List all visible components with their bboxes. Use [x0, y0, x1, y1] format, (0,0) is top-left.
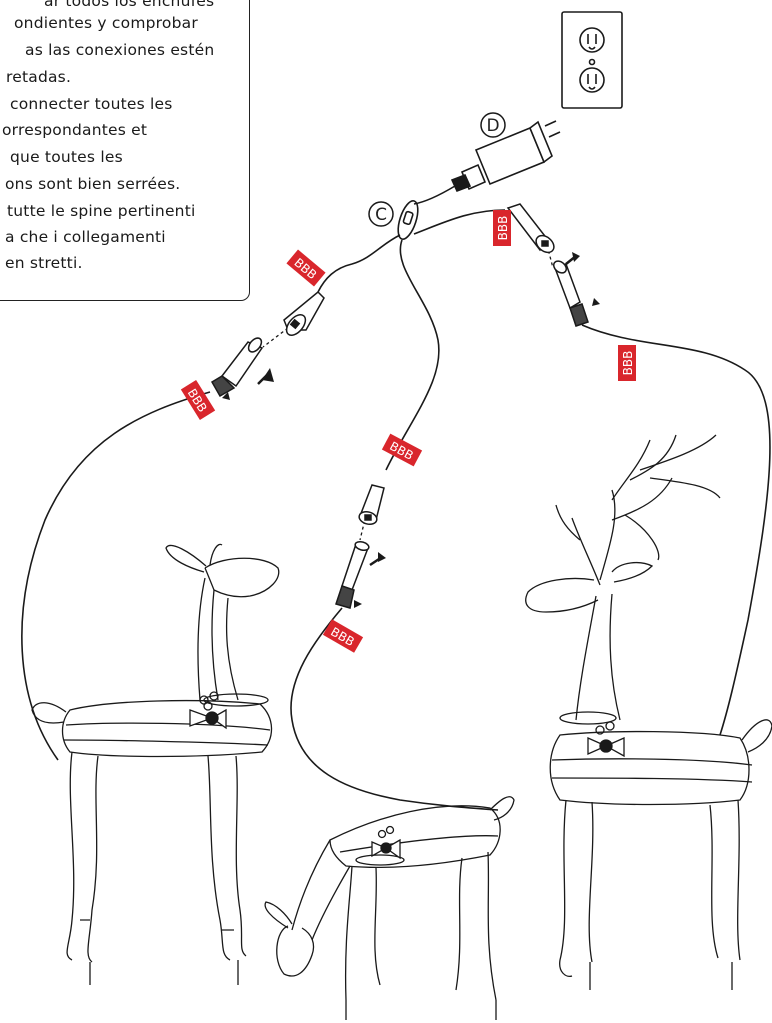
callout-c-label: C: [375, 205, 387, 225]
callout-c: C: [369, 202, 393, 226]
middle-deer-plug: [336, 540, 370, 608]
wall-outlet-icon: [562, 12, 622, 108]
connection-guides: [263, 245, 553, 540]
right-deer-plug: [551, 259, 588, 326]
cables: [22, 186, 770, 810]
left-cable-plug: [283, 292, 324, 339]
right-stag-figure: [526, 435, 772, 990]
left-doe-figure: [32, 544, 279, 985]
arrow-icon: [354, 600, 362, 608]
callout-d: D: [481, 113, 505, 137]
direction-arrows: [222, 252, 600, 608]
tag-label: BBB: [621, 351, 635, 376]
power-adapter: [452, 121, 560, 191]
fawn-figure: [265, 797, 514, 1020]
left-deer-plug: [212, 336, 264, 396]
tag-bbb: BBB: [493, 210, 511, 246]
tag-label: BBB: [496, 216, 510, 241]
middle-cable-plug: [358, 485, 384, 526]
right-cable-plug: [508, 204, 557, 256]
tag-bbb: BBB: [286, 250, 325, 287]
tag-bbb: BBB: [618, 345, 636, 381]
arrow-icon: [592, 298, 600, 306]
callout-d-label: D: [486, 116, 499, 136]
